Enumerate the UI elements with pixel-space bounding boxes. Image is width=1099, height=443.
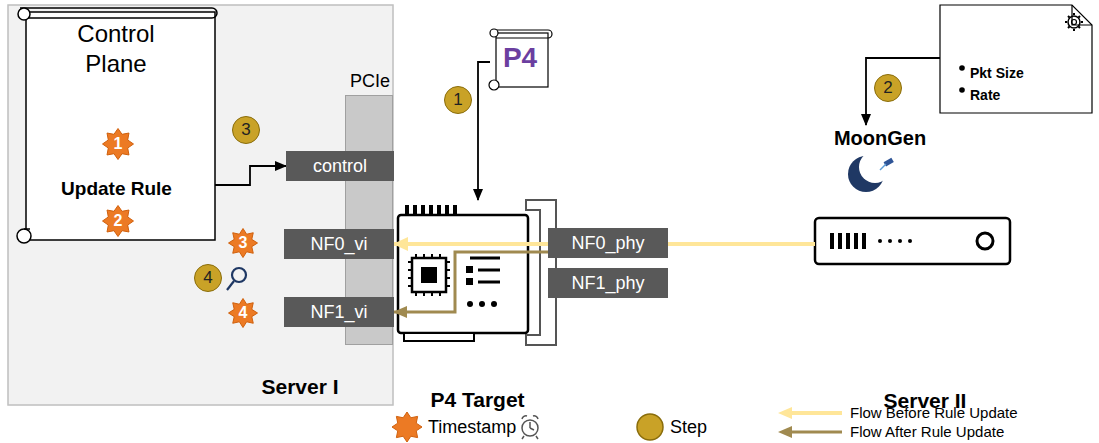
node-label: P4 [492, 38, 548, 78]
node-label: Pkt Size [970, 63, 1085, 83]
step-circle: 2 [874, 74, 902, 102]
config-document-outline [940, 5, 1092, 113]
connector [215, 166, 286, 185]
callout-number: 4 [203, 268, 212, 288]
node-label: NF0_phy [571, 233, 644, 254]
callout-number: 4 [239, 304, 248, 322]
server-ii: MoonGenServer II [815, 125, 1012, 415]
step-circle: 4 [194, 264, 222, 292]
server-panel-fill [8, 5, 393, 405]
p4-program-scroll: P4 [490, 28, 550, 90]
node-label: Control Plane [56, 19, 176, 81]
connector [478, 62, 490, 200]
node-label: NF0_vi [310, 234, 367, 255]
node-label: NF1_phy [571, 273, 644, 294]
timestamp-star: 1 [102, 128, 134, 160]
node-label: P4 Target [390, 386, 565, 414]
node-label: NF1_vi [310, 302, 367, 323]
p4-scroll-outline [489, 29, 552, 90]
timestamp-star: 4 [228, 298, 258, 328]
node-label: Server I [220, 372, 380, 402]
port-box: NF0_vi [284, 229, 394, 259]
node-label: control [313, 156, 367, 177]
port-box: NF1_vi [284, 297, 394, 327]
legend-label: Timestamp [428, 416, 516, 438]
pcie-bus: PCIecontrolNF0_viNF1_vi [345, 95, 393, 345]
nic-card [398, 200, 556, 345]
port-box: NF1_phy [548, 268, 668, 298]
callout-number: 1 [114, 135, 123, 153]
step-circle: 1 [444, 86, 472, 114]
callout-number: 1 [453, 90, 462, 110]
port-box: control [286, 151, 394, 181]
callout-number: 3 [241, 120, 250, 140]
timestamp-star: 3 [228, 228, 258, 258]
step-circle: 3 [232, 116, 260, 144]
port-box: NF0_phy [548, 228, 668, 258]
legend-label: Step [670, 416, 707, 438]
callout-number: 3 [239, 234, 248, 252]
callout-number: 2 [883, 78, 892, 98]
legend-label: Flow After Rule Update [850, 423, 1004, 440]
node-label: PCIe [338, 70, 402, 92]
node-label: Rate [970, 85, 1085, 105]
callout-number: 2 [114, 212, 123, 230]
legend-samples [392, 407, 842, 442]
legend-star [392, 412, 422, 442]
p4-target-card: P4 TargetNF0_phyNF1_phy [395, 200, 560, 350]
server-panel: Server I Control PlaneUpdate Rule 1 2 PCIeco… [8, 5, 393, 405]
scroll-outline [17, 8, 217, 243]
moongen-icon [848, 151, 894, 192]
control-plane-scroll: Control PlaneUpdate Rule 1 2 [18, 5, 215, 248]
connector [394, 252, 548, 312]
timestamp-star: 2 [102, 205, 134, 237]
legend-label: Flow Before Rule Update [850, 404, 1018, 421]
node-label: MoonGen [830, 125, 930, 151]
node-label: Update Rule [23, 177, 210, 201]
magnifier-icon [227, 268, 246, 290]
server-device [815, 218, 1010, 264]
config-document: Pkt SizeRate [940, 5, 1092, 113]
connector [866, 58, 940, 125]
